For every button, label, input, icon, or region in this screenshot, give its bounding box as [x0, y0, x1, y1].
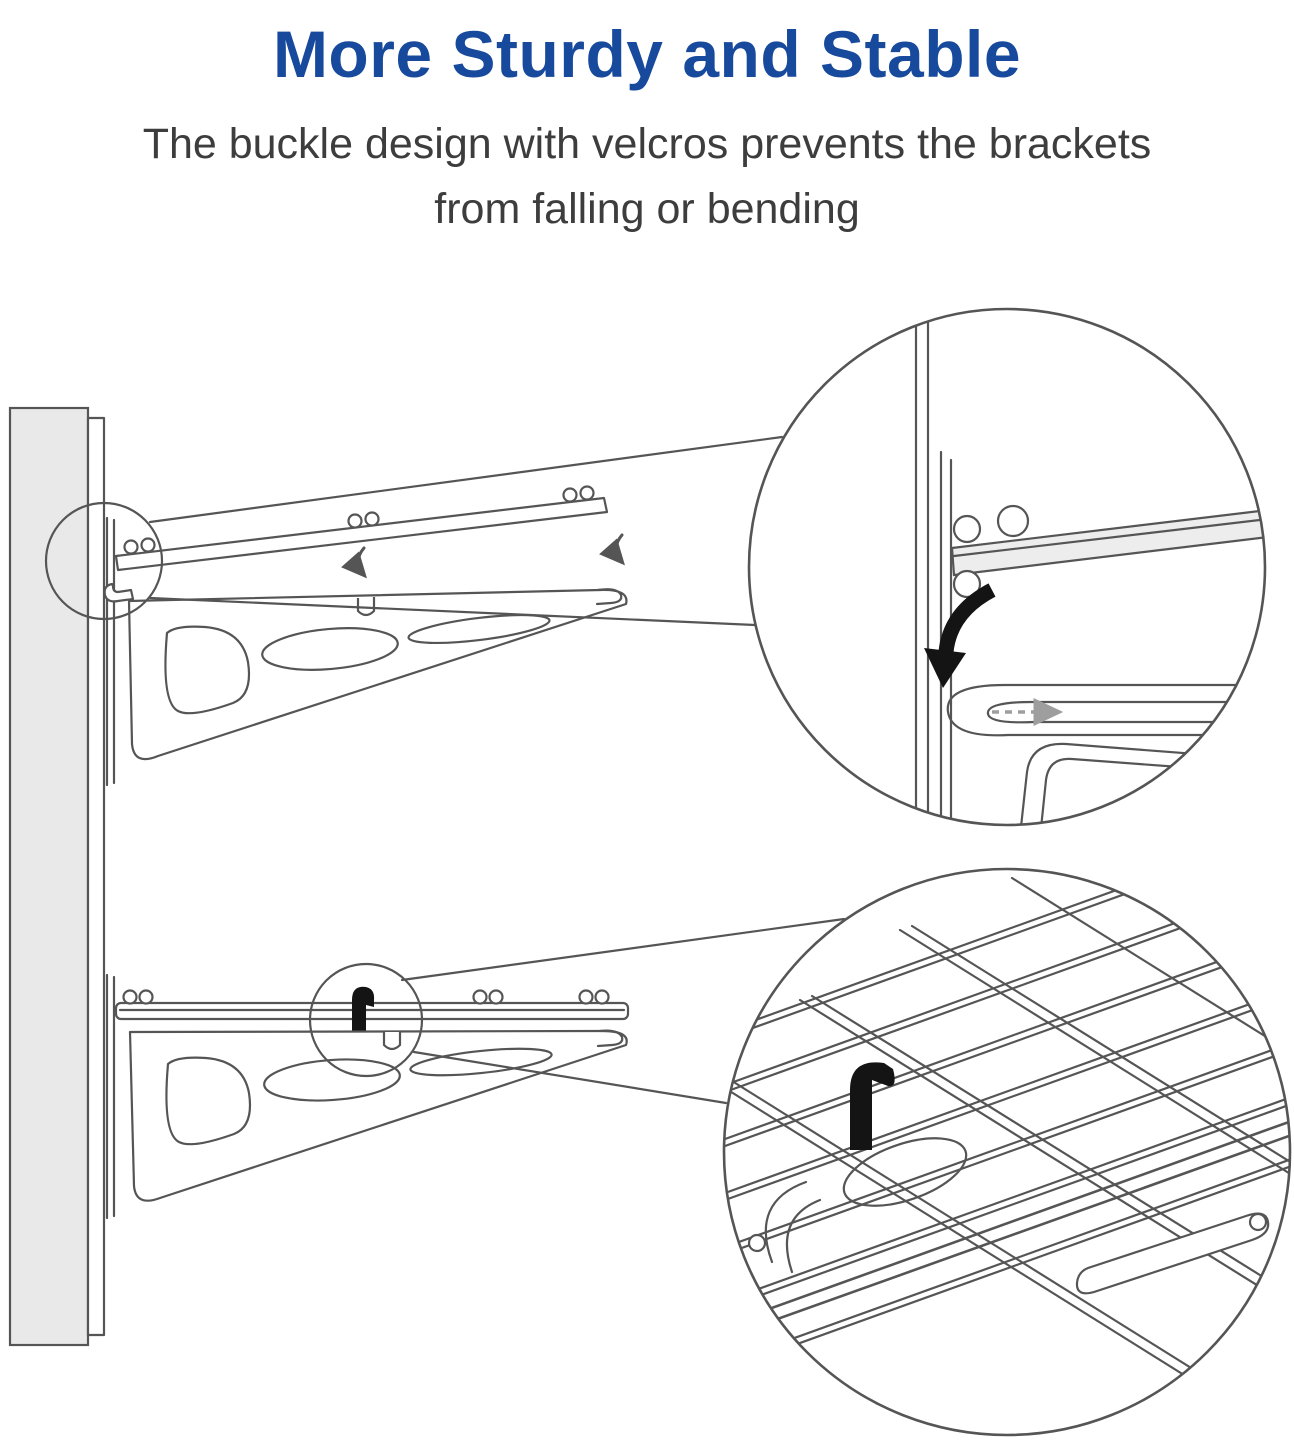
- upper-bracket-notch: [356, 597, 376, 617]
- push-down-arrow-icon: [938, 583, 996, 654]
- callout-bracket-cutout-corner: [1018, 742, 1237, 825]
- upper-detail-source-circle: [44, 501, 164, 621]
- upper-callout: [747, 307, 1267, 827]
- wire-shelf-corner-curves: [764, 1180, 822, 1274]
- lower-rail-pegs: [122, 989, 610, 1005]
- push-down-arrow-head: [924, 648, 966, 688]
- lower-callout-leader-lines: [400, 917, 846, 1105]
- upper-wall-rail: [105, 516, 116, 787]
- upper-callout-ring: [747, 307, 1267, 827]
- frame-pegs: [747, 1212, 1268, 1253]
- upper-callout-content: [914, 309, 1265, 825]
- upper-callout-leader-lines: [148, 435, 784, 627]
- upper-bracket-cutouts: [164, 613, 551, 715]
- velcro-strap-closeup-icon: [850, 1062, 895, 1150]
- lower-bracket-notch: [382, 1032, 402, 1051]
- callout-rail-pegs: [952, 504, 1030, 599]
- lower-callout-ring: [722, 867, 1292, 1437]
- lower-callout-content: [724, 869, 1290, 1432]
- upper-bracket-tip-hook: [595, 588, 623, 606]
- wire-shelf-frame-bar: [724, 1116, 1290, 1348]
- lower-wall-rail: [105, 973, 116, 1220]
- callout-shelf-bar: [950, 508, 1265, 577]
- lower-shelf-assembly: [114, 986, 630, 1202]
- subtitle-line-1: The buckle design with velcros prevents …: [142, 120, 1152, 168]
- subtitle-line-2: from falling or bending: [434, 184, 860, 233]
- page-title: More Sturdy and Stable: [272, 17, 1022, 91]
- callout-bracket-hook-slot: [946, 683, 1265, 737]
- wall-board: [8, 406, 106, 1347]
- bracket-cutout-seen-through: [842, 1137, 968, 1207]
- upper-bracket-wall-hook: [103, 582, 135, 603]
- lower-callout: [722, 867, 1292, 1437]
- bracket-support-bar: [1075, 1212, 1270, 1295]
- upper-shelf-assembly: [103, 485, 628, 761]
- header: More Sturdy and Stable The buckle design…: [0, 0, 1294, 241]
- insert-down-arrow-icon: [341, 546, 367, 579]
- insert-down-arrow-icon: [599, 533, 625, 566]
- upper-rail-pegs: [123, 485, 595, 555]
- lower-detail-source-circle: [308, 962, 424, 1078]
- upper-shelf-rail: [114, 496, 609, 572]
- lower-bracket-tip-hook: [596, 1029, 624, 1048]
